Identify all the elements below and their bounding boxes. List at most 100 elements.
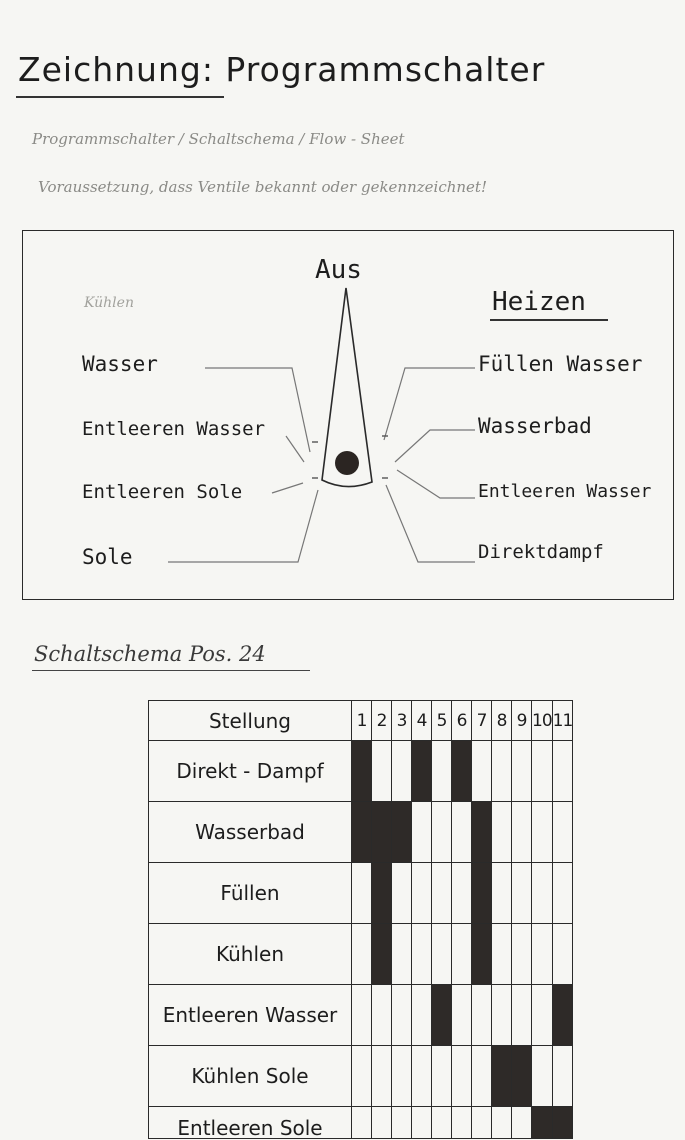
cell-inactive [431,862,452,924]
cell-inactive [551,740,574,802]
column-header: 6 [451,700,472,741]
right-position-label-4: Direktdampf [478,541,604,563]
cell-inactive [531,1045,553,1107]
cell-inactive [491,984,512,1046]
cell-inactive [531,923,553,985]
cell-active [351,801,372,863]
column-header: 11 [551,700,574,741]
right-position-label-2: Wasserbad [478,414,592,438]
page-title: Zeichnung: Programmschalter [18,50,546,89]
cell-inactive [471,1106,492,1139]
cell-inactive [351,1106,372,1139]
column-header: 3 [391,700,412,741]
cell-inactive [451,923,472,985]
cell-inactive [371,984,392,1046]
heating-heading: Heizen [492,287,586,317]
cell-inactive [451,862,472,924]
connector-left-2 [285,435,305,463]
cell-active [511,1045,532,1107]
cell-inactive [391,923,412,985]
cell-inactive [451,984,472,1046]
cell-inactive [391,862,412,924]
column-header: 1 [351,700,372,741]
cell-inactive [451,1045,472,1107]
table-row: Entleeren Wasser [148,984,574,1046]
right-position-label-3: Entleeren Wasser [478,481,652,502]
cell-active [471,923,492,985]
cell-active [471,862,492,924]
cell-inactive [491,1106,512,1139]
table-row: Wasserbad [148,801,574,863]
cell-inactive [351,923,372,985]
cell-inactive [411,1106,432,1139]
cell-inactive [531,801,553,863]
column-header: 8 [491,700,512,741]
cell-inactive [511,984,532,1046]
column-header: 10 [531,700,553,741]
table-row: Kühlen [148,923,574,985]
connector-right-1 [383,367,475,441]
connector-right-3 [396,469,475,499]
cell-active [371,923,392,985]
cell-inactive [551,801,574,863]
cell-inactive [351,1045,372,1107]
cell-active [451,740,472,802]
left-position-label-3: Entleeren Sole [82,481,243,503]
heating-heading-underline [490,319,608,321]
connector-right-2 [394,429,475,463]
position-header: Stellung [148,700,352,741]
cell-inactive [351,984,372,1046]
cell-inactive [551,923,574,985]
cell-active [491,1045,512,1107]
left-position-label-2: Entleeren Wasser [82,418,266,440]
connector-left-4 [168,489,319,563]
cell-inactive [371,1106,392,1139]
handwritten-note-line-2: Voraussetzung, dass Ventile bekannt oder… [38,178,487,196]
switch-pointer [321,287,373,488]
cell-inactive [531,984,553,1046]
cell-inactive [391,984,412,1046]
cell-inactive [391,1106,412,1139]
switching-schema-title: Schaltschema Pos. 24 [34,642,266,666]
cell-inactive [471,740,492,802]
cell-inactive [371,1045,392,1107]
cell-inactive [511,801,532,863]
left-position-label-4: Sole [82,545,133,569]
cell-inactive [551,1045,574,1107]
cell-inactive [491,862,512,924]
cell-active [471,801,492,863]
row-label: Füllen [148,862,352,924]
column-header: 4 [411,700,432,741]
switching-schema-table: Stellung 1 2 3 4 5 6 7 8 9 10 11 Direkt … [148,700,574,1139]
column-header: 9 [511,700,532,741]
cell-active [551,1106,574,1139]
cell-active [431,984,452,1046]
cell-inactive [551,862,574,924]
cell-active [411,740,432,802]
cell-inactive [391,1045,412,1107]
cell-inactive [511,862,532,924]
table-header-row: Stellung 1 2 3 4 5 6 7 8 9 10 11 [148,700,574,741]
cell-inactive [431,1045,452,1107]
switch-position-off-label: Aus [315,255,362,285]
table-row: Füllen [148,862,574,924]
connector-left-1 [205,367,311,453]
cell-active [391,801,412,863]
cell-inactive [391,740,412,802]
cell-inactive [431,923,452,985]
cell-inactive [511,740,532,802]
cell-inactive [471,984,492,1046]
row-label: Wasserbad [148,801,352,863]
row-label: Kühlen [148,923,352,985]
cell-inactive [411,984,432,1046]
column-header: 7 [471,700,492,741]
title-underline [16,96,224,98]
cell-inactive [451,801,472,863]
connector-left-3 [271,482,304,494]
cell-active [351,740,372,802]
switching-schema-title-underline [32,670,310,671]
table-row: Entleeren Sole [148,1106,574,1139]
cell-active [371,801,392,863]
